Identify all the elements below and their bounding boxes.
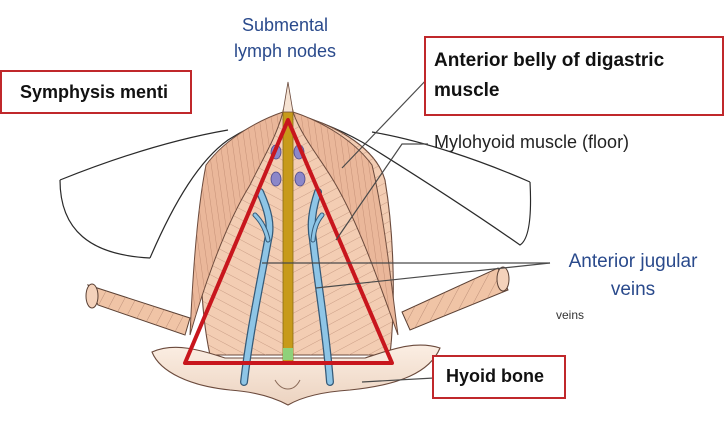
mylohyoid-label: Mylohyoid muscle (floor) bbox=[434, 132, 630, 152]
leader-lines bbox=[262, 75, 551, 383]
jugular-label-line1: Anterior jugular bbox=[568, 251, 698, 272]
submental-triangle-outline bbox=[183, 118, 394, 365]
anterior-belly-label-line1: Anterior belly of digastric bbox=[434, 50, 665, 71]
lymph-node bbox=[270, 171, 282, 187]
hyoid-label-box: Hyoid bone bbox=[432, 355, 566, 399]
submental-label: Submental lymph nodes bbox=[205, 12, 365, 64]
leader-jugular-right bbox=[315, 262, 551, 289]
lymph-node bbox=[294, 171, 306, 187]
jaw-curve-right bbox=[371, 131, 531, 183]
leader-hyoid bbox=[361, 377, 435, 383]
hyoid-bone-body bbox=[151, 344, 441, 406]
symphysis-label-box: Symphysis menti bbox=[0, 70, 192, 114]
hyoid-label: Hyoid bone bbox=[446, 366, 544, 386]
jugular-label-line2: veins bbox=[610, 279, 656, 300]
anterior-belly-label-box: Anterior belly of digastric muscle bbox=[424, 36, 724, 116]
mental-spine bbox=[282, 81, 294, 113]
jugular-label: Anterior jugular veins bbox=[548, 248, 718, 304]
midline-raphe-end bbox=[283, 348, 293, 360]
midline-raphe bbox=[282, 109, 294, 363]
leader-anterior-belly bbox=[341, 75, 431, 169]
anterior-belly-digastric-left bbox=[189, 111, 284, 336]
hyoid-horn-right bbox=[401, 266, 510, 331]
leader-mylohyoid bbox=[335, 143, 428, 241]
jaw-curve-left bbox=[59, 129, 229, 181]
anterior-belly-label-line2: muscle bbox=[434, 80, 500, 101]
anterior-jugular-vein-left bbox=[240, 188, 274, 386]
symphysis-label: Symphysis menti bbox=[20, 82, 169, 102]
hyoid-horn-left bbox=[85, 283, 191, 336]
anterior-jugular-vein-right bbox=[307, 188, 334, 386]
submental-label-line1: Submental bbox=[241, 15, 329, 35]
veins-small-label: veins bbox=[556, 308, 585, 322]
anterior-belly-digastric-right bbox=[292, 111, 399, 336]
submental-label-line2: lymph nodes bbox=[233, 41, 337, 61]
